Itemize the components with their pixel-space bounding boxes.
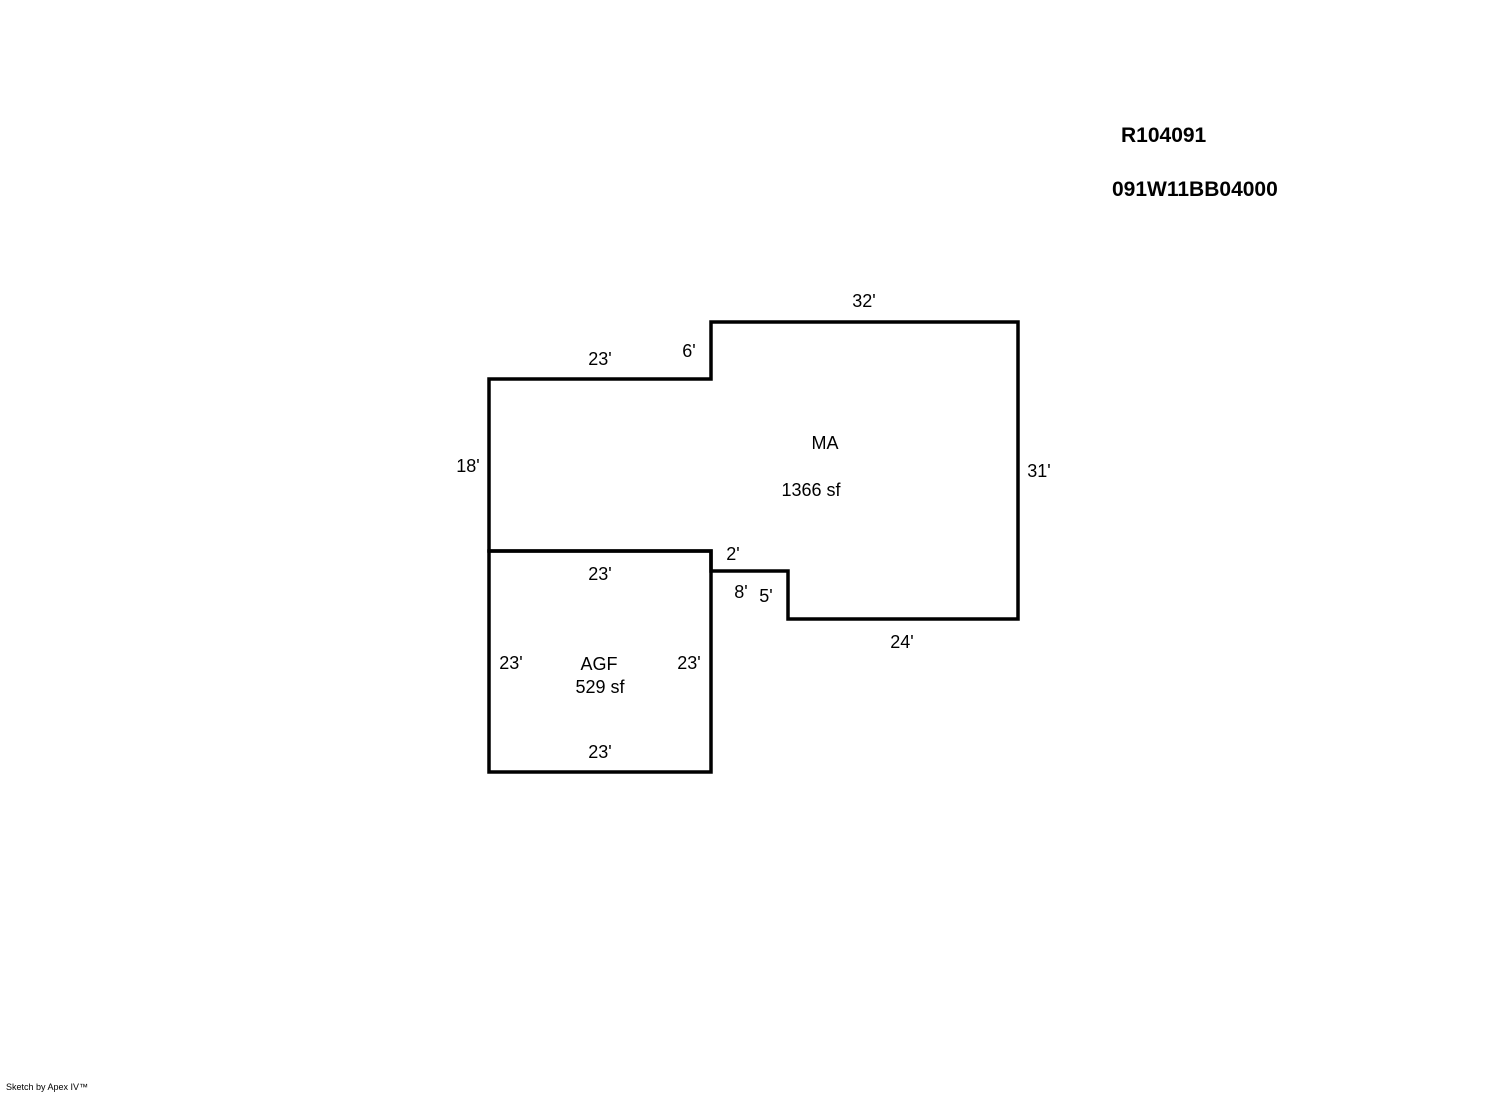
sketch-credit: Sketch by Apex IV™ [6, 1082, 89, 1092]
garage-size: 529 sf [575, 677, 625, 697]
dim-main-notch-left: 8' [734, 582, 747, 602]
dim-garage-right: 23' [677, 653, 700, 673]
garage-outline [487, 549, 713, 774]
parcel-number: R104091 [1121, 124, 1207, 147]
main-area-code: MA [812, 433, 839, 453]
dim-main-top-right: 32' [852, 291, 875, 311]
map-number: 091W11BB04000 [1112, 178, 1278, 201]
dim-main-right: 31' [1027, 461, 1050, 481]
dim-main-inner-step: 2' [726, 544, 739, 564]
dim-garage-bottom: 23' [588, 742, 611, 762]
dim-main-bottom: 24' [890, 632, 913, 652]
main-area-outline [487, 320, 1020, 621]
garage-code: AGF [580, 654, 617, 674]
dim-garage-top: 23' [588, 564, 611, 584]
dim-main-notch-down: 5' [759, 586, 772, 606]
dim-main-top-left: 23' [588, 349, 611, 369]
dim-garage-left: 23' [499, 653, 522, 673]
main-area-size: 1366 sf [781, 480, 841, 500]
dim-main-step-up: 6' [682, 341, 695, 361]
dim-main-left: 18' [456, 456, 479, 476]
